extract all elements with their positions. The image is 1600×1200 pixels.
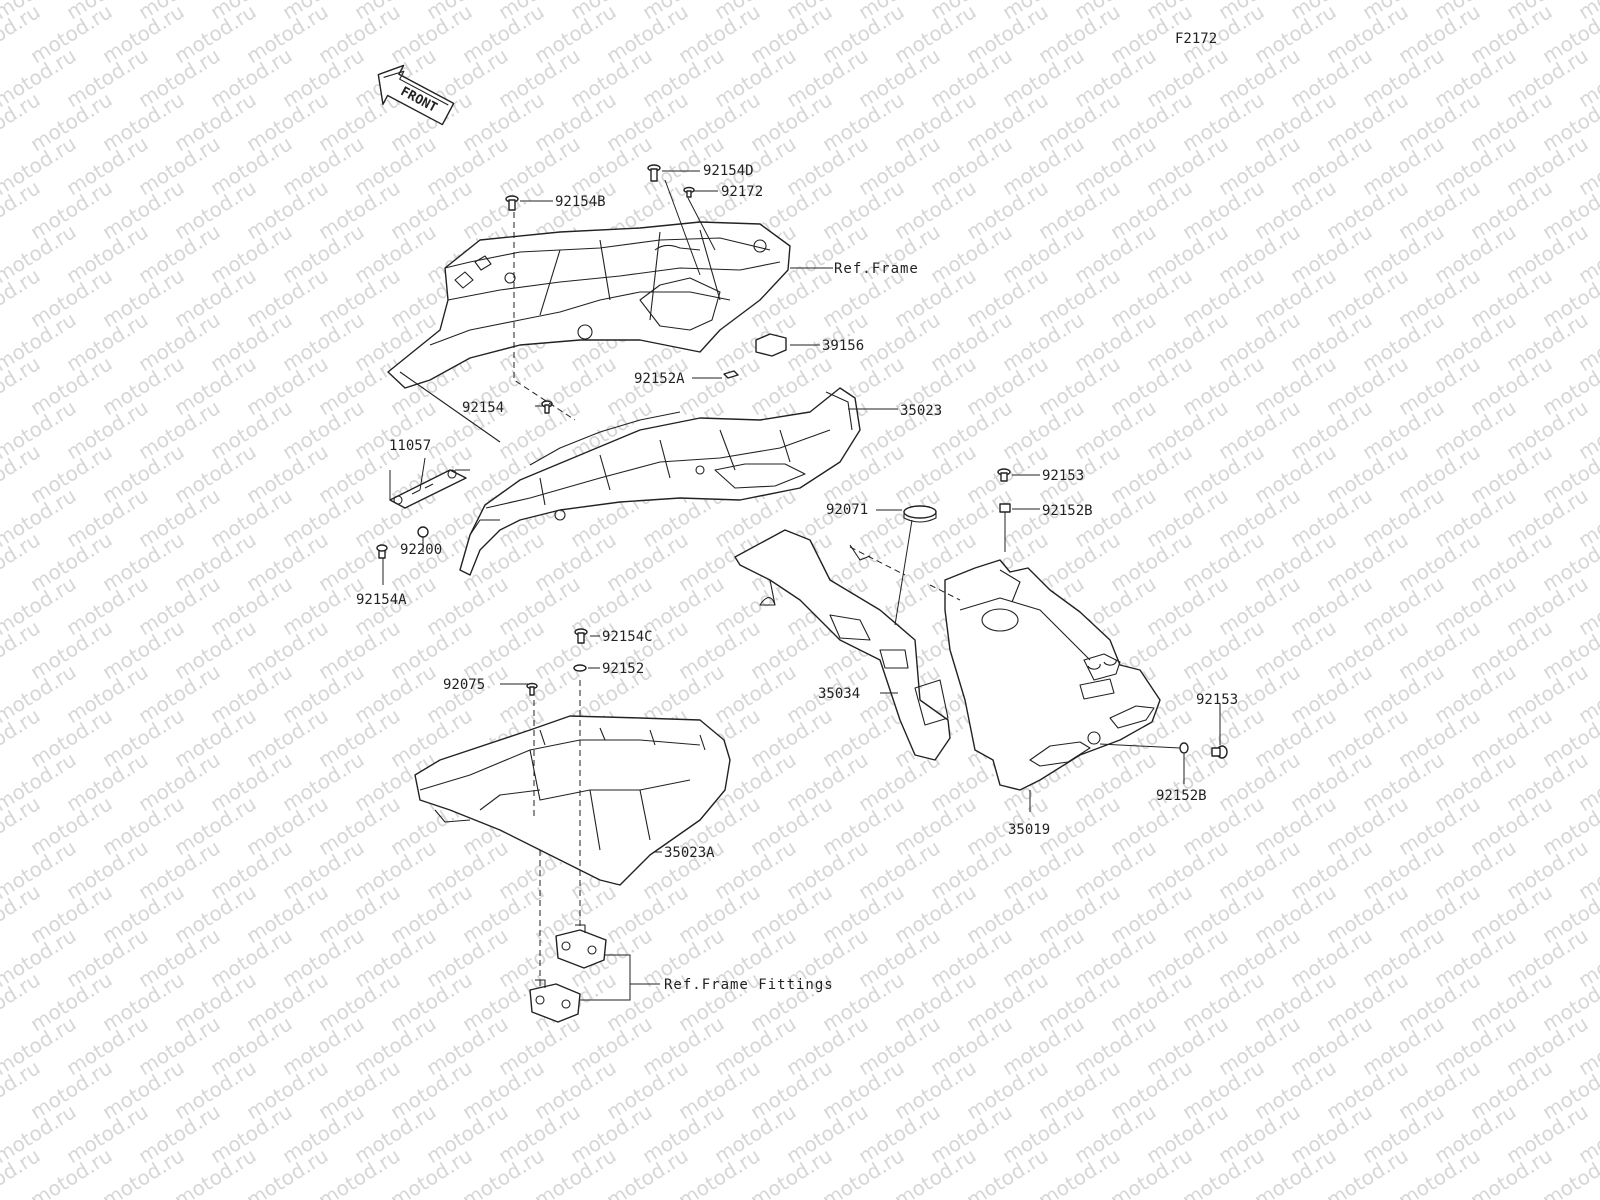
diagram-code: F2172 (1175, 31, 1217, 47)
label-35023: 35023 (900, 403, 942, 419)
label-92154C: 92154C (602, 629, 653, 645)
bracket-11057 (389, 469, 467, 509)
label-92200: 92200 (400, 542, 442, 558)
label-35019: 35019 (1008, 822, 1050, 838)
bolt-92154A (376, 544, 388, 559)
leader-lines (382, 170, 1221, 1001)
label-92154D: 92154D (703, 163, 754, 179)
frame-fittings (529, 924, 607, 1023)
label-92152B-top: 92152B (1042, 503, 1093, 519)
washer-92152 (573, 664, 587, 672)
nut-92152B-bottom (1179, 742, 1189, 754)
label-11057: 11057 (389, 438, 431, 454)
label-92154B: 92154B (555, 194, 606, 210)
bolt-92153-top (997, 468, 1011, 482)
grommet-92071 (903, 505, 937, 523)
label-92071: 92071 (826, 502, 868, 518)
label-35034: 35034 (818, 686, 860, 702)
clip-92172 (683, 186, 695, 198)
label-35023A: 35023A (664, 845, 715, 861)
label-92172: 92172 (721, 184, 763, 200)
label-92152B-bottom: 92152B (1156, 788, 1207, 804)
bolt-92154B (505, 195, 519, 211)
bolt-92153-right (1211, 745, 1228, 759)
label-92152: 92152 (602, 661, 644, 677)
screw-92075 (526, 682, 538, 696)
label-ref-frame: Ref.Frame (834, 261, 919, 277)
license-bracket-35034 (734, 529, 951, 761)
label-92153-top: 92153 (1042, 468, 1084, 484)
label-ref-frame-fittings: Ref.Frame Fittings (664, 977, 834, 993)
nut-92152B-top (999, 503, 1011, 513)
bolt-92154C (574, 628, 588, 644)
bolt-92154D (647, 164, 661, 182)
nut-92152A (723, 370, 739, 379)
alignment-lines (513, 212, 961, 990)
label-39156: 39156 (822, 338, 864, 354)
label-92153-right: 92153 (1196, 692, 1238, 708)
label-92075: 92075 (443, 677, 485, 693)
label-92152A: 92152A (634, 371, 685, 387)
rear-frame-assembly (387, 221, 791, 443)
lamp-housing-35019 (944, 559, 1161, 791)
washer-92200 (417, 526, 429, 538)
undertray-35023A (414, 715, 731, 886)
rear-fender-35023 (459, 387, 861, 576)
label-92154A: 92154A (356, 592, 407, 608)
part-39156-pad (755, 333, 787, 357)
label-92154: 92154 (462, 400, 504, 416)
